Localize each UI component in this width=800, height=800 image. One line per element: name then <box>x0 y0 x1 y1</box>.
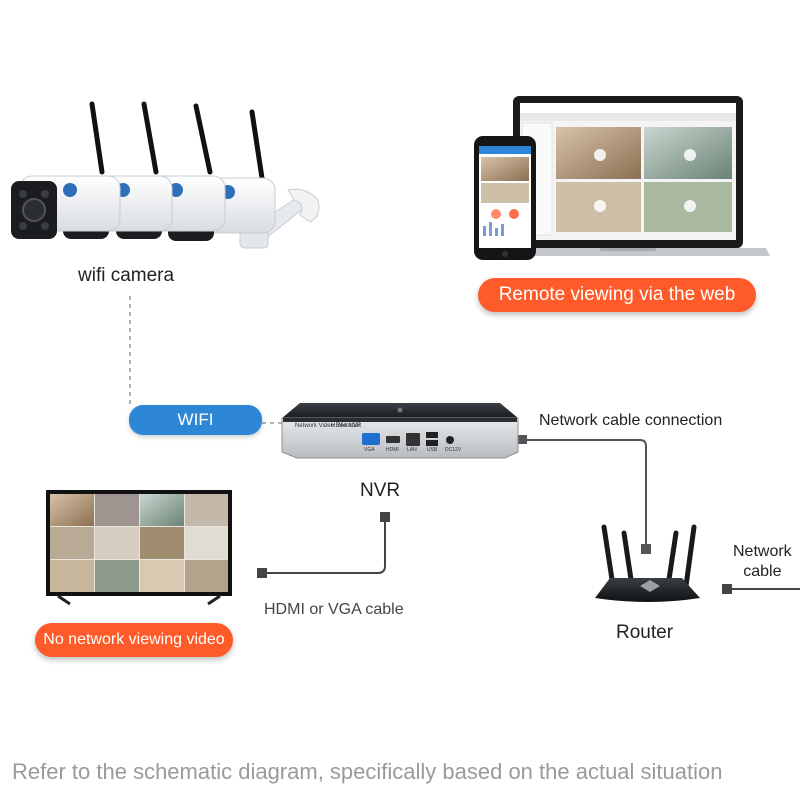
tv-monitor-icon <box>46 490 232 606</box>
nvr-device-icon <box>281 403 519 459</box>
nvr-label: NVR <box>360 480 401 501</box>
network-cable-line <box>524 439 647 548</box>
nvr-channels-text: H.264 NVR <box>331 423 362 429</box>
hdmi-cable-line <box>262 518 386 574</box>
nvr-port-hdmi: HDMI <box>386 447 399 453</box>
nvr-port-power: DC12V <box>445 447 462 453</box>
wifi-camera-label: wifi camera <box>78 265 175 286</box>
router-label: Router <box>616 622 674 643</box>
network-cable-label: Network cable <box>733 542 792 582</box>
network-cable-label-line2: cable <box>743 563 782 580</box>
nvr-port-vga: VGA <box>364 447 375 453</box>
camera-icon <box>11 101 121 239</box>
no-network-viewing-badge: No network viewing video <box>35 623 233 657</box>
nvr-brand-text: Network Video Recorder <box>295 423 361 429</box>
network-cable-label-line1: Network <box>733 543 792 560</box>
router-icon <box>595 524 700 602</box>
hdmi-vga-cable-label: HDMI or VGA cable <box>264 601 404 618</box>
wifi-badge: WIFI <box>129 405 262 435</box>
laptop-icon <box>488 96 770 256</box>
nvr-port-lan: LAN <box>407 447 417 453</box>
smartphone-icon <box>474 136 536 260</box>
nvr-port-usb: USB <box>427 447 438 453</box>
network-cable-connection-label: Network cable connection <box>539 412 723 429</box>
remote-viewing-badge: Remote viewing via the web <box>478 278 756 312</box>
footer-note: Refer to the schematic diagram, specific… <box>12 759 723 784</box>
wifi-camera-group <box>11 101 320 249</box>
